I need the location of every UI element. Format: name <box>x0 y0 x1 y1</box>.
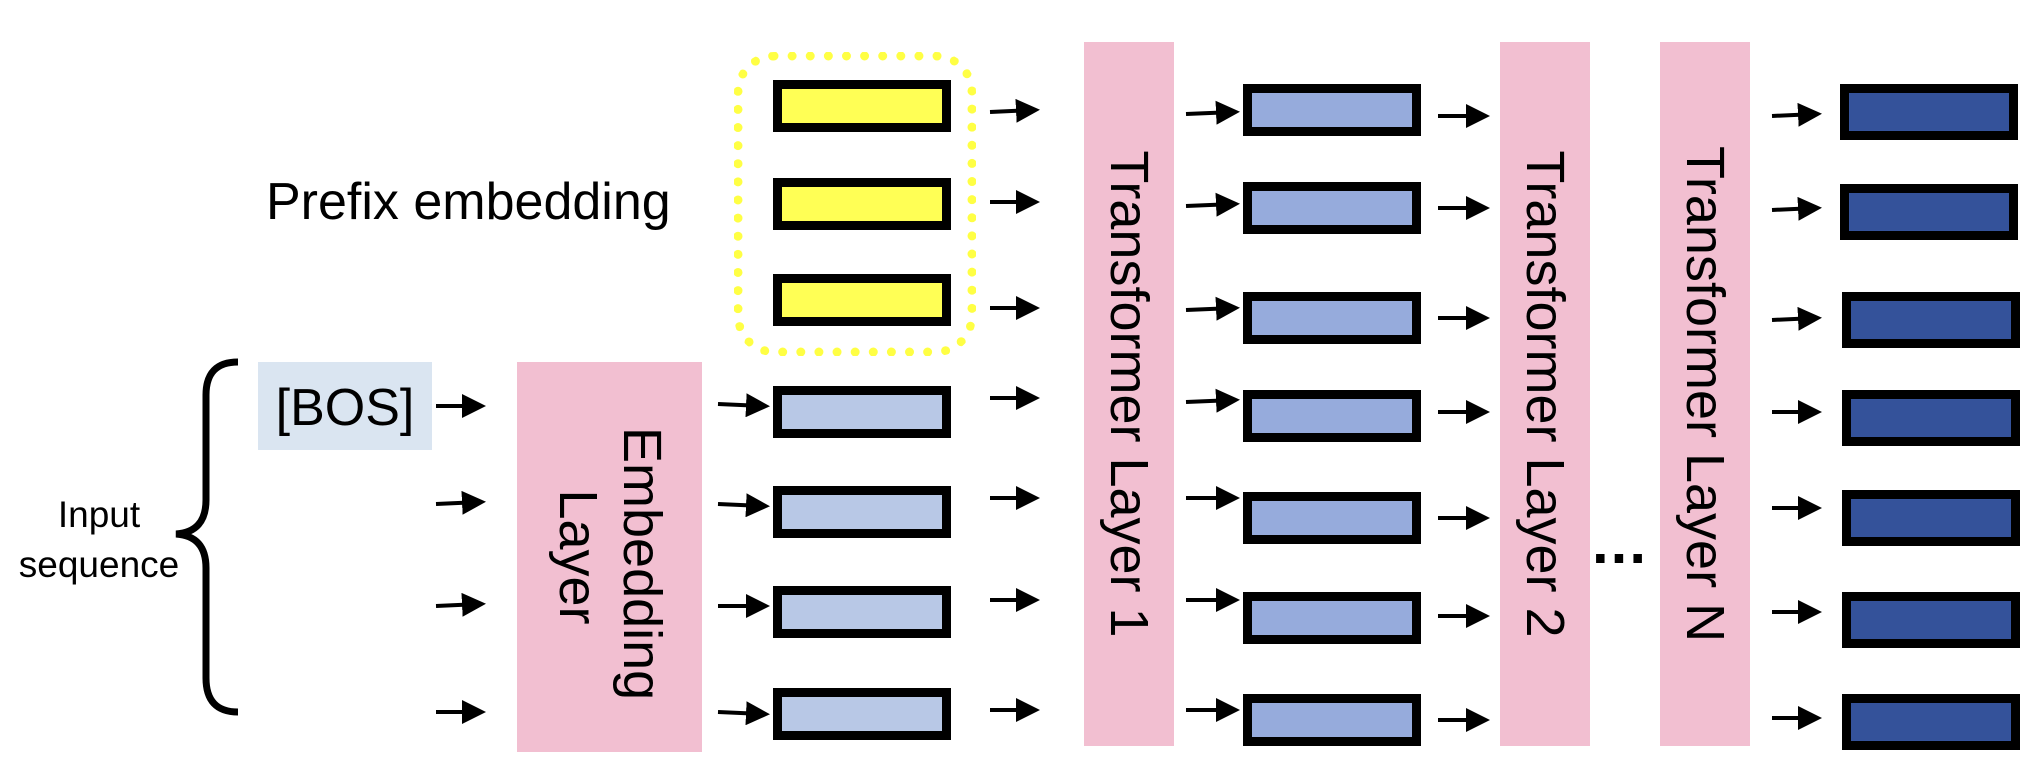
transformer-layer-2: Transformer Layer 2 <box>1500 42 1590 746</box>
arrow <box>1185 296 1240 321</box>
hidden-vector <box>1243 390 1421 442</box>
input-brace <box>175 358 239 716</box>
output-vector <box>1840 84 2018 140</box>
hidden-vector <box>1243 492 1421 544</box>
output-vector <box>1842 694 2020 750</box>
output-vector <box>1840 184 2018 240</box>
arrow <box>717 701 770 726</box>
arrow <box>1771 196 1822 221</box>
hidden-vector <box>1243 292 1421 344</box>
arrow <box>435 490 486 515</box>
embedded-vector <box>773 386 951 438</box>
prefix-vector <box>773 274 951 326</box>
transformer-layer-1: Transformer Layer 1 <box>1084 42 1174 746</box>
hidden-vector <box>1243 694 1421 746</box>
output-vector <box>1842 390 2020 446</box>
arrow <box>1771 102 1822 127</box>
prefix-embedding-outline <box>734 52 976 356</box>
hidden-vector <box>1243 592 1421 644</box>
embedding-layer: Embedding Layer <box>517 362 702 752</box>
input-sequence-label: Input sequence <box>18 494 180 585</box>
output-vector <box>1842 292 2020 348</box>
arrow <box>717 393 770 418</box>
arrow <box>989 98 1040 123</box>
transformer-layer-n: Transformer Layer N <box>1660 42 1750 746</box>
hidden-vector <box>1243 182 1421 234</box>
prefix-embedding-label: Prefix embedding <box>266 173 671 231</box>
embedded-vector <box>773 688 951 740</box>
arrow <box>1185 100 1240 125</box>
arrow <box>1185 192 1240 217</box>
arrow <box>1771 306 1822 331</box>
hidden-vector <box>1243 84 1421 136</box>
ellipsis: ... <box>1592 509 1649 576</box>
arrow <box>1185 388 1240 413</box>
prefix-vector <box>773 80 951 132</box>
embedded-vector <box>773 486 951 538</box>
prefix-vector <box>773 178 951 230</box>
output-vector <box>1842 490 2020 546</box>
bos-token-label: [BOS] <box>275 379 415 437</box>
arrow <box>717 493 770 518</box>
output-vector <box>1842 592 2020 648</box>
bos-token-box: [BOS] <box>258 362 432 450</box>
arrow <box>435 592 486 617</box>
embedded-vector <box>773 586 951 638</box>
